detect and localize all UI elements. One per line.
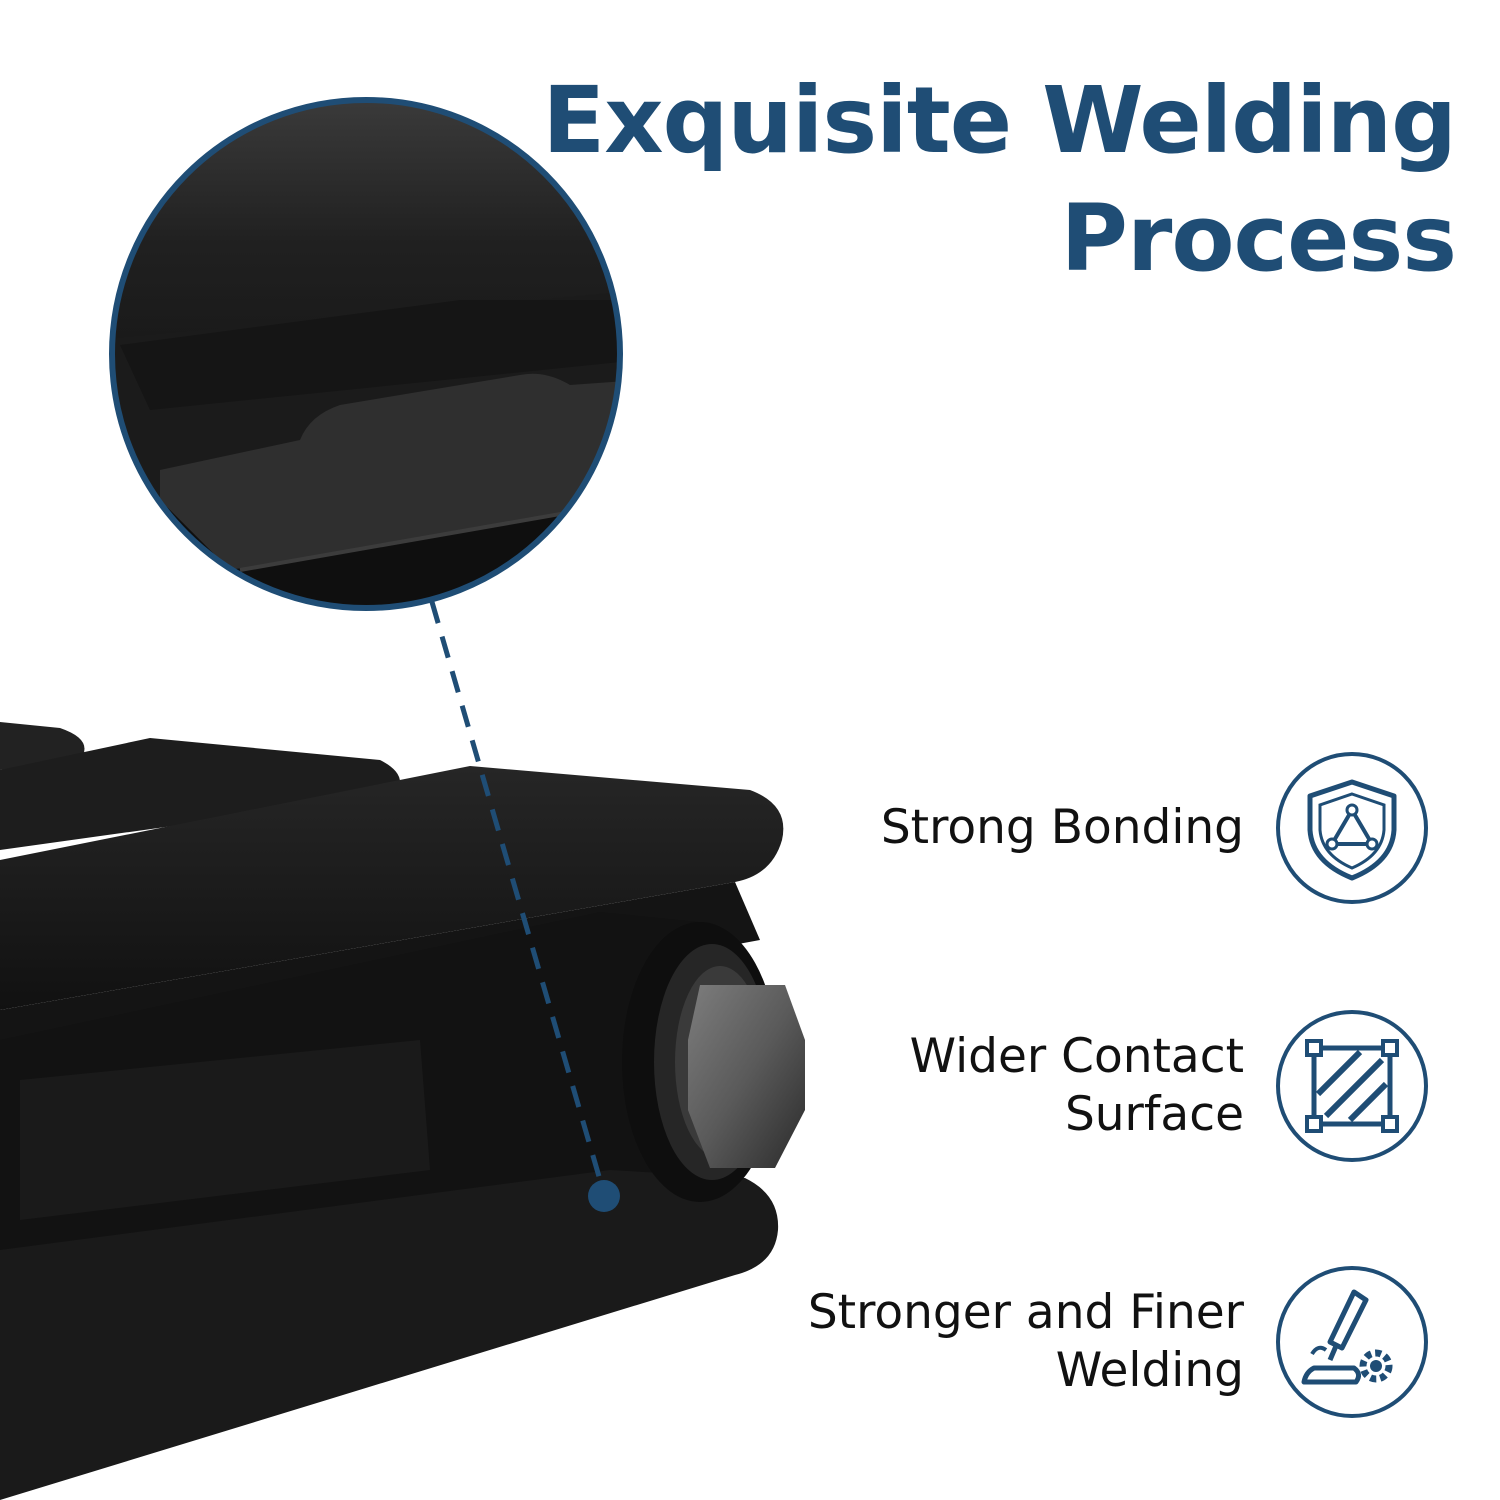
feature-strong-bonding: Strong Bonding: [730, 748, 1430, 908]
feature-label-line: Stronger and Finer: [807, 1285, 1244, 1340]
callout-pointer: [429, 601, 620, 1212]
page-title: Exquisite Welding Process: [542, 62, 1457, 298]
feature-label: Stronger and Finer Welding: [808, 1284, 1244, 1400]
radiator-panels: [0, 722, 784, 1500]
feature-wider-contact-surface: Wider Contact Surface: [730, 1006, 1430, 1166]
title-line-1: Exquisite Welding: [542, 67, 1457, 174]
welding-tool-icon: [1276, 1266, 1428, 1418]
top-front-panel: [0, 766, 784, 1010]
feature-label-line: Welding: [1055, 1343, 1244, 1398]
hex-nut: [688, 985, 805, 1168]
feature-label: Wider Contact Surface: [910, 1028, 1244, 1144]
feature-label-line: Wider Contact: [909, 1029, 1244, 1084]
middle-panel: [0, 738, 400, 850]
zoom-circle-border: [109, 97, 623, 611]
feature-label: Strong Bonding: [881, 799, 1244, 857]
feature-stronger-finer-welding: Stronger and Finer Welding: [730, 1262, 1430, 1422]
shield-triangle-icon: [1276, 752, 1428, 904]
contact-surface-icon: [1276, 1010, 1428, 1162]
bottom-panel: [0, 1170, 779, 1500]
feature-label-line: Surface: [1064, 1087, 1244, 1142]
title-line-2: Process: [1060, 185, 1457, 292]
inner-slat: [20, 1040, 430, 1220]
feature-label-line: Strong Bonding: [880, 800, 1244, 855]
callout-dot: [588, 1180, 620, 1212]
pipe-end-cap: [622, 922, 805, 1202]
